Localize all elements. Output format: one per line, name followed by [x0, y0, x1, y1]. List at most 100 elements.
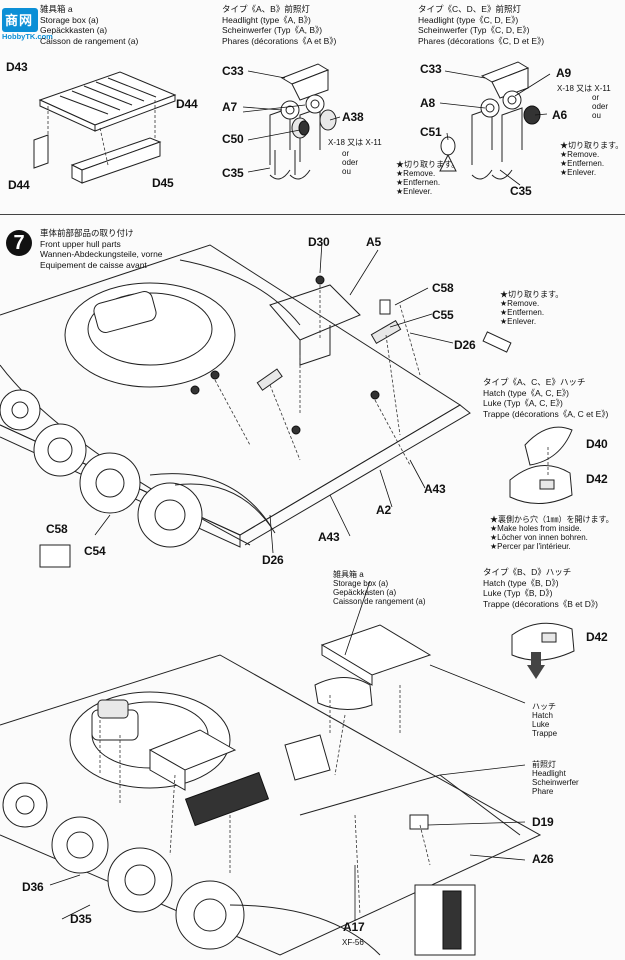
part-label: D44: [8, 178, 30, 192]
part-label: A38: [342, 110, 364, 124]
watermark-site-text: HobbyTK.com: [2, 32, 53, 41]
label-en: Headlight: [532, 769, 566, 778]
label-jp: 前照灯: [532, 760, 556, 769]
part-label: C55: [432, 308, 454, 322]
paint-code: X-18: [328, 138, 345, 147]
caption-en: Headlight (type《C, D, E》): [418, 14, 519, 25]
headlight-cde-caption: タイプ《C、D、E》前照灯 Headlight (type《C, D, E》) …: [418, 4, 544, 46]
part-label: A5: [366, 235, 381, 249]
caption-en: Storage box (a): [40, 14, 99, 25]
part-label: D19: [532, 815, 554, 829]
paint-or-ab: or oder ou: [342, 149, 359, 176]
part-label: C33: [420, 62, 442, 76]
storage-box-caption: 雑具箱 a Storage box (a) Gepäckkasten (a) C…: [40, 4, 138, 46]
note-en: ★Make holes from inside.: [490, 524, 582, 533]
paint-note-cde: X-18 又は X-11: [557, 84, 611, 93]
hatch-label: ハッチ Hatch Luke Trappe: [532, 702, 557, 738]
caption-en: Hatch (type《B, D》): [483, 577, 559, 588]
part-label: A6: [552, 108, 567, 122]
part-label: C35: [510, 184, 532, 198]
paint-or-cde: or oder ou: [592, 93, 609, 120]
part-label: C50: [222, 132, 244, 146]
hatch-ace-caption: タイプ《A、C、E》ハッチ Hatch (type《A, C, E》) Luke…: [483, 377, 608, 419]
part-label: C54: [84, 544, 106, 558]
headlight-ab-caption: タイプ《A、B》前照灯 Headlight (type《A, B》) Schei…: [222, 4, 336, 46]
upper-hull-drawing: [0, 244, 512, 568]
part-label: C35: [222, 166, 244, 180]
lower-hull-drawing: [0, 624, 542, 956]
part-label: D45: [152, 176, 174, 190]
caption-jp: タイプ《C、D、E》前照灯: [418, 4, 521, 14]
part-label: D36: [22, 880, 44, 894]
label-de: Scheinwerfer: [532, 778, 579, 787]
part-label: C33: [222, 64, 244, 78]
title-en: Front upper hull parts: [40, 238, 121, 249]
arrow-down-icon: [527, 665, 545, 679]
watermark-logo-text: 商网: [5, 13, 34, 28]
label-fr: Phare: [532, 787, 554, 796]
road-wheels: [0, 364, 276, 548]
note-de: ★Löcher von innen bohren.: [490, 533, 588, 542]
remove-note-cde: ★切り取ります。 ★Remove. ★Entfernen. ★Enlever.: [560, 141, 623, 177]
note-en: ★Remove.: [500, 299, 540, 308]
caption-jp: タイプ《A、C、E》ハッチ: [483, 377, 586, 387]
note-fr: ★Enlever.: [500, 317, 537, 326]
arrow-down-icon-stem: [531, 652, 541, 666]
part-label: D42: [586, 630, 608, 644]
label-de: Luke: [532, 720, 550, 729]
caption-fr: Caisson de rangement (a): [40, 35, 139, 46]
part-label: A43: [424, 482, 446, 496]
step-number: 7: [6, 230, 32, 256]
storage-box-lid-drawing: [38, 71, 177, 132]
part-label: D26: [262, 553, 284, 567]
part-label: D26: [454, 338, 476, 352]
step-title: 車体前部部品の取り付け Front upper hull parts Wanne…: [40, 228, 163, 270]
headlight-ab-drawing: [269, 63, 337, 180]
top-assembly-drawings: [33, 61, 551, 186]
caption-de: Gepäckkasten (a): [40, 25, 108, 35]
part-label: A2: [376, 503, 391, 517]
part-label: A8: [420, 96, 435, 110]
note-fr: ★Enlever.: [560, 168, 597, 177]
title-fr: Equipement de caisse avant: [40, 259, 147, 270]
caption-de: Gepäckkasten (a): [333, 588, 397, 597]
caption-en: Hatch (type《A, C, E》): [483, 387, 569, 398]
note-de: ★Entfernen.: [560, 159, 605, 168]
caption-jp: タイプ《B、D》ハッチ: [483, 567, 572, 577]
part-label: A26: [532, 852, 554, 866]
caption-fr: Trappe (décorations《A, C et E》): [483, 408, 609, 419]
part-label: A9: [556, 66, 571, 80]
part-label: A7: [222, 100, 237, 114]
caption-fr: Caisson de rangement (a): [333, 597, 426, 606]
watermark-logo: [2, 8, 38, 32]
part-label: C51: [420, 125, 442, 139]
note-jp: ★切り取ります。: [396, 160, 460, 169]
paint-alt-code: 又は X-11: [576, 84, 611, 93]
section-divider: [0, 214, 625, 215]
note-en: ★Remove.: [396, 169, 436, 178]
part-label: D40: [586, 437, 608, 451]
hatch-bd-drawing: [511, 622, 575, 661]
holes-note: ★裏側から穴（1㎜）を開けます。 ★Make holes from inside…: [490, 515, 614, 551]
caption-de: Scheinwerfer (Typ《A, B》): [222, 25, 323, 35]
note-fr: ★Enlever.: [396, 187, 433, 196]
caption-fr: Phares (décorations《C, D et E》): [418, 35, 545, 46]
remove-note-ab: ★切り取ります。 ★Remove. ★Entfernen. ★Enlever.: [396, 160, 459, 196]
site-watermark: 商网 HobbyTK.com: [2, 4, 70, 42]
caption-en: Headlight (type《A, B》): [222, 14, 311, 25]
label-en: Hatch: [532, 711, 553, 720]
title-de: Wannen-Abdeckungsteile, vorne: [40, 249, 163, 259]
caption-de: Luke (Typ《A, C, E》): [483, 398, 563, 408]
note-jp: ★切り取ります。: [500, 290, 564, 299]
caption-jp: タイプ《A、B》前照灯: [222, 4, 310, 14]
remove-note-step7: ★切り取ります。 ★Remove. ★Entfernen. ★Enlever.: [500, 290, 563, 326]
headlight-cde-drawing: [439, 61, 541, 180]
lower-road-wheels: [2, 782, 381, 956]
note-de: ★Entfernen.: [396, 178, 441, 187]
paint-note-ab: X-18 又は X-11: [328, 138, 382, 147]
part-label: C58: [432, 281, 454, 295]
part-label: A17: [343, 920, 365, 934]
paint-code-a17: XF-56: [342, 938, 364, 947]
storage-box-caption-step7: 雑具箱 a Storage box (a) Gepäckkasten (a) C…: [333, 570, 426, 606]
part-label: A43: [318, 530, 340, 544]
